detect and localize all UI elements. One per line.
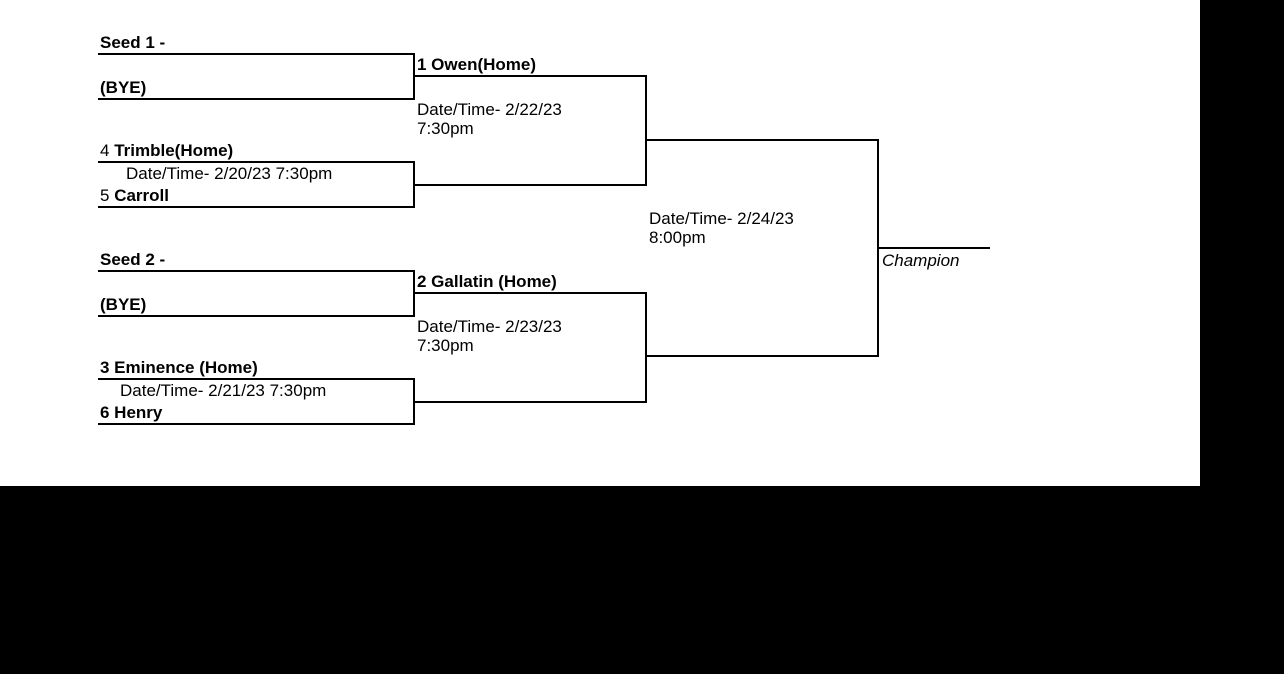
game-date: Date/Time- 2/22/23	[417, 100, 562, 119]
bye-1: (BYE)	[100, 78, 147, 97]
bracket-line	[98, 98, 415, 100]
bracket-line	[414, 75, 647, 77]
bracket-line	[414, 401, 647, 403]
bracket-line	[414, 292, 647, 294]
game-date: Date/Time- 2/23/23	[417, 317, 562, 336]
final-time: 8:00pm	[649, 228, 706, 247]
team-name: Trimble(Home)	[114, 141, 234, 160]
game-date: Date/Time- 2/21/23 7:30pm	[120, 381, 327, 400]
bracket-line	[98, 315, 415, 317]
seed-number: 4	[100, 141, 110, 160]
seed-1-label: Seed 1 -	[100, 33, 166, 52]
bye-2: (BYE)	[100, 295, 147, 314]
bracket-line	[98, 423, 415, 425]
game-time: 7:30pm	[417, 119, 474, 138]
bracket-line	[646, 355, 879, 357]
champion-label: Champion	[882, 251, 960, 270]
bracket-line	[645, 292, 647, 403]
bracket-line	[98, 161, 415, 163]
game-date: Date/Time- 2/20/23 7:30pm	[126, 164, 333, 183]
team-henry: 6 Henry	[100, 403, 163, 422]
game-time: 7:30pm	[417, 336, 474, 355]
champion-line	[878, 247, 990, 249]
bracket-line	[98, 206, 415, 208]
bracket-line	[98, 270, 415, 272]
bracket-line	[413, 378, 415, 425]
bracket-line	[98, 378, 415, 380]
team-gallatin: 2 Gallatin (Home)	[417, 272, 557, 291]
team-name: Carroll	[114, 186, 169, 205]
final-date: Date/Time- 2/24/23	[649, 209, 794, 228]
seed-2-label: Seed 2 -	[100, 250, 166, 269]
bracket-line	[646, 139, 879, 141]
team-eminence: 3 Eminence (Home)	[100, 358, 258, 377]
seed-number: 5	[100, 186, 110, 205]
bracket-line	[414, 184, 647, 186]
team-trimble: 4 Trimble(Home)	[100, 141, 233, 160]
bracket-line	[413, 161, 415, 208]
bracket-sheet: Seed 1 - (BYE) 1 Owen(Home) Date/Time- 2…	[0, 0, 1200, 486]
team-owen: 1 Owen(Home)	[417, 55, 537, 74]
bracket-line	[645, 75, 647, 186]
team-carroll: 5 Carroll	[100, 186, 169, 205]
bracket-line	[98, 53, 415, 55]
